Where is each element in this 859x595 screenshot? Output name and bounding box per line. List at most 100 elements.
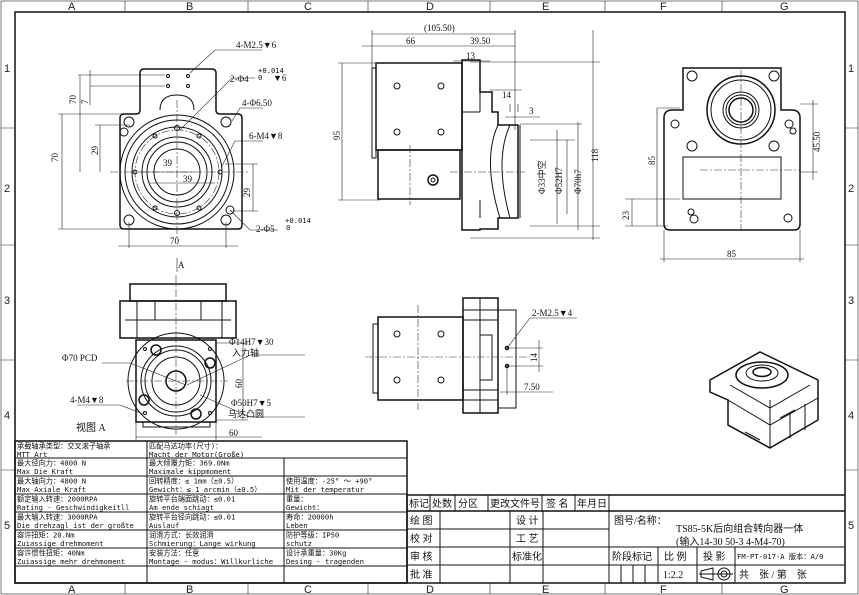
spec-cell-de: Desing - tragenden	[286, 557, 364, 566]
spec-cell-cn: 防护等级：IP50	[286, 531, 339, 540]
dim-m25-holes: 4-M2.5▼6	[236, 40, 277, 50]
label-process: 工 艺	[516, 533, 539, 545]
spec-cell-cn: 容许扭矩：20.Nm	[17, 531, 75, 540]
zone-row-5: 5	[4, 520, 10, 532]
spec-cell-de: Die drehzagl ist der großte	[17, 521, 134, 530]
spec-cell-cn: 旋转平台端面跳动：≤0.01	[149, 495, 235, 504]
zone-col-g: G	[780, 1, 789, 13]
spec-cell-de: MTT Art	[17, 450, 47, 459]
zone-row-1-right: 1	[848, 63, 854, 75]
drawing-name-label: 图号/名称：	[614, 514, 667, 527]
zone-col-b-bottom: B	[186, 584, 193, 595]
label-stage-mark: 阶段标记	[612, 550, 652, 563]
dim-14: 14	[502, 90, 512, 100]
spec-cell-de: Gewicht：≤ 1 arcmin（±0.5）	[149, 485, 261, 494]
dim-m4: 6-M4▼8	[249, 131, 283, 141]
spec-cell-cn: 额定输入转速：2000RPA	[17, 495, 98, 504]
zone-row-4-right: 4	[848, 410, 854, 422]
spec-cell-cn: 寿命：20000h	[286, 513, 334, 522]
spec-cell-cn: 最大倾覆力矩：369.0Nm	[149, 459, 230, 468]
header-zone: 分区	[458, 498, 478, 510]
label-projection: 投 影	[703, 550, 726, 563]
zone-col-d: D	[426, 1, 434, 13]
title-block: 标记 处数 分区 更改文件号 签 名 年月日 绘 图 校 对 审 核 批 准 设…	[406, 494, 845, 583]
spec-cell-de: Rating - Geschwindigkeitll	[17, 503, 130, 512]
spec-cell-de: Max Die Kraft	[17, 467, 73, 476]
label-check: 校 对	[410, 532, 433, 545]
right-view: 85 45.50 23 85	[621, 67, 822, 262]
dim-phi52: Φ52H7	[554, 167, 564, 194]
zone-col-c-bottom: C	[304, 584, 312, 595]
zone-col-f-bottom: F	[660, 584, 667, 595]
spec-cell-de: Macht der Motor(Große)	[149, 450, 244, 459]
zone-row-3: 3	[4, 295, 10, 307]
dim-29-right: 29	[242, 188, 252, 198]
spec-cell-cn: 容许惯性扭矩：40Nm	[17, 549, 85, 558]
zone-col-g-bottom: G	[780, 584, 789, 595]
dim-7: 7	[80, 99, 90, 104]
zone-row-2-right: 2	[848, 183, 854, 195]
dim-phi33-hollow: Φ33中空	[536, 160, 547, 194]
spec-cell-de: Zuiassige drehmoment	[17, 539, 104, 548]
dim-118: 118	[590, 148, 600, 162]
spec-cell-cn: 安装方法：任意	[149, 549, 199, 558]
dim-phi4-depth: ▼6	[273, 73, 287, 83]
dim-phi4-tol: +0.014	[258, 66, 284, 75]
label-review: 审 核	[410, 550, 433, 563]
dim-phi5-tol: +0.014	[285, 216, 311, 225]
dim-4550: 45.50	[812, 131, 822, 152]
dim-60-vertical: 60	[234, 379, 244, 389]
spec-cell-cn: 最大输入转速：3000RPA	[17, 513, 98, 522]
label-scale: 比 例	[664, 550, 687, 563]
dim-66: 66	[406, 36, 416, 46]
dim-70-top: 70	[68, 95, 78, 105]
dim-phi14-shaft: Φ14H7▼30	[229, 337, 274, 347]
spec-cell-cn: 回转精度：≤ 1mm（±0.5）	[149, 477, 238, 486]
header-mark: 标记	[409, 498, 429, 510]
zone-row-2: 2	[4, 183, 10, 195]
label-motor-boss: 马达凸圆	[228, 408, 264, 419]
sheet-count: 共 张 / 第 张	[739, 568, 807, 581]
dim-3950: 39.50	[470, 36, 491, 46]
view-a-title: 视图 A	[76, 421, 106, 434]
label-design: 设 计	[516, 514, 539, 527]
spec-cell-cn: 旋转平台径向跳动：≤0.01	[149, 513, 235, 522]
dim-phi5-tol0: 0	[286, 223, 290, 232]
view-arrow-a: A	[178, 260, 185, 270]
dim-phi4-holes: 2-Φ4	[230, 74, 249, 84]
dim-phi5: 2-Φ5	[256, 224, 275, 234]
label-input-shaft: 入力轴	[232, 347, 259, 358]
spec-cell-cn: 最大轴向力：4800 N	[17, 477, 86, 486]
label-approve: 批 准	[410, 568, 433, 581]
dim-total-length: (105.50)	[424, 23, 455, 33]
spec-cell-cn: 重量：	[286, 495, 308, 504]
spec-cell-cn: 最大径向力：4800 N	[17, 459, 86, 468]
spec-cell-cn: 设计承重量：30Kg	[286, 549, 346, 558]
spec-cell-de: Montage - modus：Willkurliche	[149, 557, 273, 566]
dim-39-b: 39	[183, 174, 193, 184]
spec-cell-de: Max Axiale Kraft	[17, 485, 86, 494]
spec-cell-de: Leben	[286, 521, 308, 530]
dim-60-horizontal: 60	[229, 428, 239, 438]
side-view: (105.50) 66 39.50 13 14 3 95 118 Φ33中空 Φ…	[332, 23, 600, 240]
scale-value: 1:2.2	[663, 570, 683, 581]
dim-3: 3	[529, 106, 534, 116]
header-count: 处数	[432, 497, 452, 510]
label-standard: 标准化	[512, 550, 542, 563]
dim-14-bottom: 14	[529, 353, 539, 363]
dim-70-left: 70	[50, 153, 60, 163]
zone-col-a-bottom: A	[68, 584, 76, 595]
dim-13: 13	[466, 51, 476, 61]
dim-95: 95	[332, 131, 342, 141]
zone-col-e: E	[542, 1, 549, 13]
header-change-doc: 更改文件号	[490, 497, 540, 510]
spec-cell-de: Auslauf	[149, 521, 179, 530]
label-draw: 绘 图	[410, 514, 433, 527]
zone-col-f: F	[660, 1, 667, 13]
dim-phi70: Φ70h7	[573, 169, 583, 194]
doc-version: FM-PT-017-A 版本：A/0	[737, 552, 823, 561]
spec-cell-de: Schmierung：Lange wirkung	[149, 539, 256, 548]
dim-39-a: 39	[163, 158, 173, 168]
